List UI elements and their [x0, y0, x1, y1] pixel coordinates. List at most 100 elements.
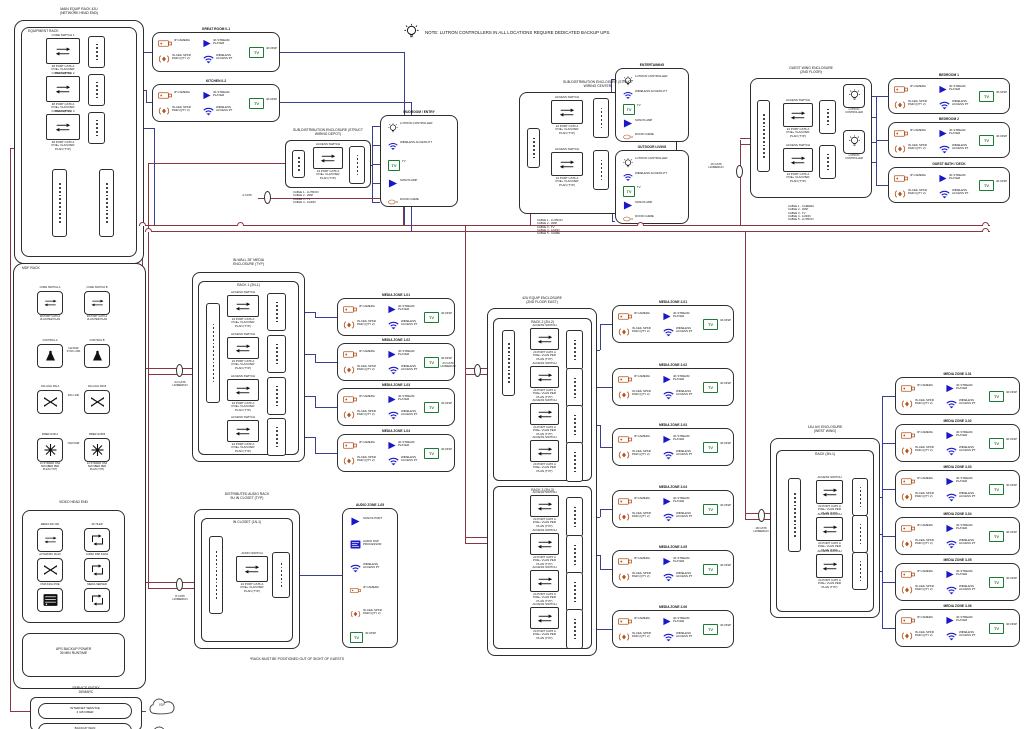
tv-icon: TV	[703, 504, 718, 515]
core-switch-1	[46, 38, 80, 64]
wire-segment-blue	[882, 628, 895, 629]
media-server-title: MEDIA SERVER	[87, 582, 107, 586]
patch-panel-ports	[574, 581, 576, 603]
wire-hop	[982, 222, 989, 226]
speaker-device: IN-CEIL SPKR PAIR (QTY 2)	[618, 389, 662, 400]
stream-icon	[663, 497, 671, 506]
stream-device: 4K STREAM PLAYER	[203, 90, 243, 100]
wire-segment-red	[403, 198, 404, 225]
device-label: 4K DISP	[266, 46, 278, 50]
stream-icon	[388, 179, 398, 188]
speaker-device: IN-CEIL SPKR PAIR (QTY 2)	[901, 630, 945, 641]
conduit3-label: 24 CAT6 HOMERUN	[440, 361, 456, 369]
patch-panel	[349, 146, 365, 184]
wire-segment-blue	[600, 425, 601, 447]
device-label: 4K STREAM PLAYER	[398, 440, 415, 448]
stream-icon	[946, 570, 954, 579]
fiber-hub-b-title: FIBER HUB B	[88, 432, 106, 436]
wire-segment-blue	[315, 437, 316, 453]
stream-icon	[623, 118, 633, 128]
sw-icon	[536, 409, 554, 420]
chime-icon	[623, 133, 633, 141]
stream-device: 4K STREAM PLAYER	[946, 430, 986, 440]
device-label: 4K STREAM PLAYER	[673, 496, 690, 504]
rack2-switch-3-title: ACCESS SWITCH	[532, 397, 557, 402]
media-zone-3-05-header: MEDIA ZONE 3-05	[943, 557, 972, 562]
stream-device: 4K STREAM PLAYER	[939, 84, 979, 94]
device-label: IP CAMERA	[359, 440, 375, 444]
rack1-label: RACK 1 (2N-1)	[237, 283, 260, 287]
rack2-switch-4	[530, 440, 559, 462]
wire-segment-blue	[876, 140, 888, 141]
device-label: IN-CEIL SPKR PAIR (QTY 2)	[632, 511, 651, 519]
wifi-device: WIRELESS ACCESS PT	[350, 562, 395, 573]
wire-segment-blue	[315, 407, 337, 408]
device-label: 4K STREAM PLAYER	[956, 383, 973, 391]
guestwing-switch-2-caption: 24 PORT CAT6 A POE+ VLAN PER PLAN (TYP)	[786, 172, 810, 183]
wire-segment-red	[465, 368, 502, 369]
device-label: 4K STREAM PLAYER	[949, 128, 966, 136]
stream-icon	[663, 435, 671, 444]
wire-segment-red	[465, 374, 502, 375]
wifi-device: WIRELESS ACCESS PT	[946, 584, 985, 595]
tv-icon: TV	[989, 531, 1004, 542]
wifi-device: WIRELESS ACCESS PT	[663, 449, 702, 460]
wire-segment-blue	[315, 453, 337, 454]
rack3-switch-4	[530, 607, 559, 629]
rack3-switch-1-caption: 24 PORT CAT6 A POE+ VLAN PER PLAN (TYP)	[533, 517, 556, 528]
wire-segment-red	[148, 163, 292, 164]
sw-icon	[536, 334, 554, 345]
patch-panel-ports	[859, 560, 862, 582]
patch-panel-ports	[827, 108, 829, 126]
device-label: 4K STREAM PLAYER	[956, 523, 973, 531]
wire-segment-blue	[372, 202, 380, 203]
tv-icon: TV	[979, 91, 994, 102]
rack3-switch-4-title: ACCESS SWITCH	[532, 601, 557, 606]
rack3-switch-1	[530, 495, 559, 517]
conduit4-label: 8 CAT6 HOMERUN	[172, 594, 188, 602]
wire-hop	[139, 222, 146, 226]
tv-icon: TV	[623, 104, 635, 115]
tv-icon: TV	[350, 632, 363, 643]
audio-switch-caption: 24 PORT CAT6 A POE+ VLAN PER PLAN (TYP)	[240, 582, 264, 593]
device-label: 4K STREAM PLAYER	[956, 430, 973, 438]
core-switch-3-caption: 48 PORT CAT6 A POE+ VLAN PER PLAN (TYP)	[51, 140, 75, 151]
device-label: IP CAMERA	[363, 585, 379, 589]
patch-panel-ports	[574, 451, 576, 473]
speaker-icon	[901, 585, 913, 595]
speaker-device: IN-CEIL SPKR PAIR (QTY 2)	[894, 99, 938, 110]
wifi-device: WIRELESS ACCESS PT	[388, 455, 427, 466]
device-label: IN-CEIL SPKR PAIR (QTY 2)	[172, 105, 191, 113]
tv-icon: TV	[388, 160, 400, 171]
device-label: WIRELESS ACCESS PT	[676, 326, 693, 334]
conduit-marker-6	[758, 509, 765, 522]
rack1-switch-2-caption: 24 PORT CAT6 A POE+ VLAN PER PLAN (TYP)	[231, 359, 255, 370]
guestwing-switch-2-title: ACCESS SWITCH	[785, 142, 811, 147]
stream-icon	[388, 350, 396, 359]
wire-segment-red	[745, 231, 746, 519]
bulb-icon	[847, 89, 862, 103]
wire-segment-red	[745, 519, 788, 520]
stream-device: 4K STREAM PLAYER	[388, 440, 428, 450]
device-label: WIRELESS ACCESS PT	[676, 571, 693, 579]
camera-icon	[894, 85, 908, 94]
device-label: IN-CEIL SPKR PAIR (QTY 2)	[915, 538, 934, 546]
device-label: IN-CEIL SPKR PAIR (QTY 2)	[908, 143, 927, 151]
stream-device: SONOS PORT	[350, 516, 395, 526]
tv-icon: TV	[979, 135, 994, 146]
rack2-switch-2	[530, 366, 559, 388]
patch-panel-ports	[859, 523, 862, 545]
camera-icon	[158, 91, 172, 100]
core-b	[84, 291, 110, 315]
patch-panel	[502, 330, 515, 396]
wire-hop	[237, 222, 244, 226]
wire-segment-blue	[280, 102, 411, 103]
bulb-icon	[623, 75, 633, 89]
device-label: 4K STREAM PLAYER	[673, 374, 690, 382]
device-label: 4K STREAM PLAYER	[398, 349, 415, 357]
rack1-switch-3-title: ACCESS SWITCH	[230, 373, 256, 378]
